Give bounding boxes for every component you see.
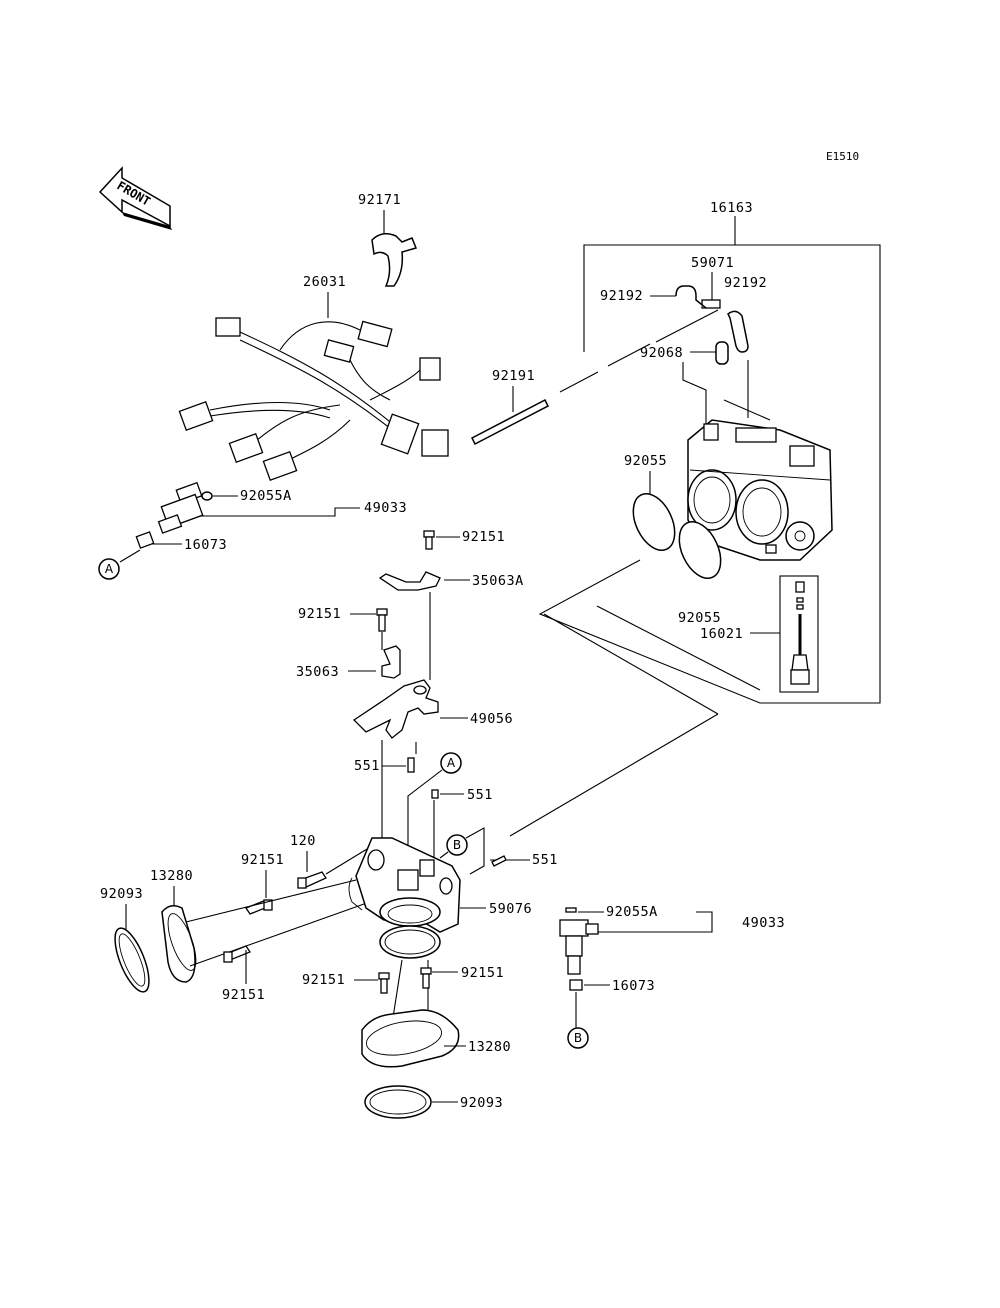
part-label-59071: 59071 (691, 255, 734, 271)
part-551-plug-left (407, 757, 415, 773)
callout-a-left-label: A (105, 562, 114, 576)
part-label-92151-left: 92151 (241, 852, 284, 868)
part-label-120: 120 (290, 833, 316, 849)
part-16073-collar-lower (569, 979, 583, 991)
part-label-551-left: 551 (354, 758, 380, 774)
part-label-92151-lowerleft: 92151 (222, 987, 265, 1003)
part-35063A-bracket (378, 571, 441, 591)
sensor-box (779, 575, 819, 693)
part-35063-bracket (381, 645, 401, 679)
callout-b-lower-label: B (574, 1031, 582, 1045)
part-49033-injector-lower (559, 919, 599, 975)
part-label-92093-left: 92093 (100, 886, 143, 902)
callout-a-center-label: A (447, 756, 456, 770)
part-92093-band-lower (364, 1085, 432, 1119)
part-label-92055-upper: 92055 (624, 453, 667, 469)
part-label-92068: 92068 (640, 345, 683, 361)
part-551-plug-mid (431, 789, 439, 799)
part-16073-collar-upper (135, 531, 155, 549)
part-551-plug-right (491, 855, 507, 867)
part-label-59076: 59076 (489, 901, 532, 917)
part-label-92151-top: 92151 (462, 529, 505, 545)
part-label-13280-left: 13280 (150, 868, 193, 884)
part-label-92151-low2: 92151 (461, 965, 504, 981)
part-label-92171: 92171 (358, 192, 401, 208)
part-92191-shaft (470, 398, 550, 446)
part-label-92055A-lower: 92055A (606, 904, 658, 920)
part-label-551-mid: 551 (467, 787, 493, 803)
part-label-49033-upper: 49033 (364, 500, 407, 516)
callout-b-center-label: B (453, 838, 461, 852)
part-92151-screw-lowerleft (223, 945, 251, 963)
part-92055A-oring-lower (565, 907, 577, 913)
part-label-92093-lower: 92093 (460, 1095, 503, 1111)
diagram-code: E1510 (826, 150, 859, 163)
part-label-16163: 16163 (710, 200, 753, 216)
part-label-92151-low1: 92151 (302, 972, 345, 988)
part-13280-flange-left (161, 905, 197, 983)
part-label-92192-right: 92192 (724, 275, 767, 291)
front-arrow-icon: FRONT (98, 166, 172, 230)
part-label-49056: 49056 (470, 711, 513, 727)
part-throttle-ring (379, 925, 441, 959)
part-92055-oring-2 (678, 521, 722, 579)
callout-b-center (446, 834, 468, 856)
throttle-body-dual (687, 419, 833, 561)
part-120-screw (297, 871, 327, 889)
part-26031-harness (178, 317, 449, 482)
part-92093-band-left (114, 927, 150, 993)
part-label-92191: 92191 (492, 368, 535, 384)
part-92151-screw-left (245, 899, 273, 915)
part-49033-injector-upper (157, 481, 213, 534)
callout-b-lower (567, 1027, 589, 1049)
part-label-49033-lower: 49033 (742, 915, 785, 931)
part-label-16021: 16021 (700, 626, 743, 642)
part-label-16073-lower: 16073 (612, 978, 655, 994)
callout-a-left (98, 558, 120, 580)
part-92151-screw-low2 (420, 967, 432, 989)
part-92151-screw-mid (376, 608, 388, 632)
part-label-35063A: 35063A (472, 573, 524, 589)
part-92151-screw-top (423, 530, 435, 550)
part-92151-screw-low1 (378, 972, 390, 994)
part-59076-throttle-body (348, 837, 461, 933)
part-92055-oring-1 (632, 493, 676, 551)
part-92171-clamp (371, 233, 418, 287)
part-label-35063: 35063 (296, 664, 339, 680)
part-label-92151-mid: 92151 (298, 606, 341, 622)
part-label-92055-lower: 92055 (678, 610, 721, 626)
part-16021-sensor (790, 581, 810, 685)
part-label-26031: 26031 (303, 274, 346, 290)
callout-a-center (440, 752, 462, 774)
part-92068-tube (715, 341, 729, 365)
part-label-551-right: 551 (532, 852, 558, 868)
part-49056-fuel-rail (352, 679, 439, 739)
part-label-16073-upper: 16073 (184, 537, 227, 553)
throttle-assembly-box (538, 216, 881, 704)
part-label-13280-lower: 13280 (468, 1039, 511, 1055)
part-label-92192-left: 92192 (600, 288, 643, 304)
part-13280-flange-lower (361, 1009, 460, 1068)
part-label-92055A-upper: 92055A (240, 488, 292, 504)
